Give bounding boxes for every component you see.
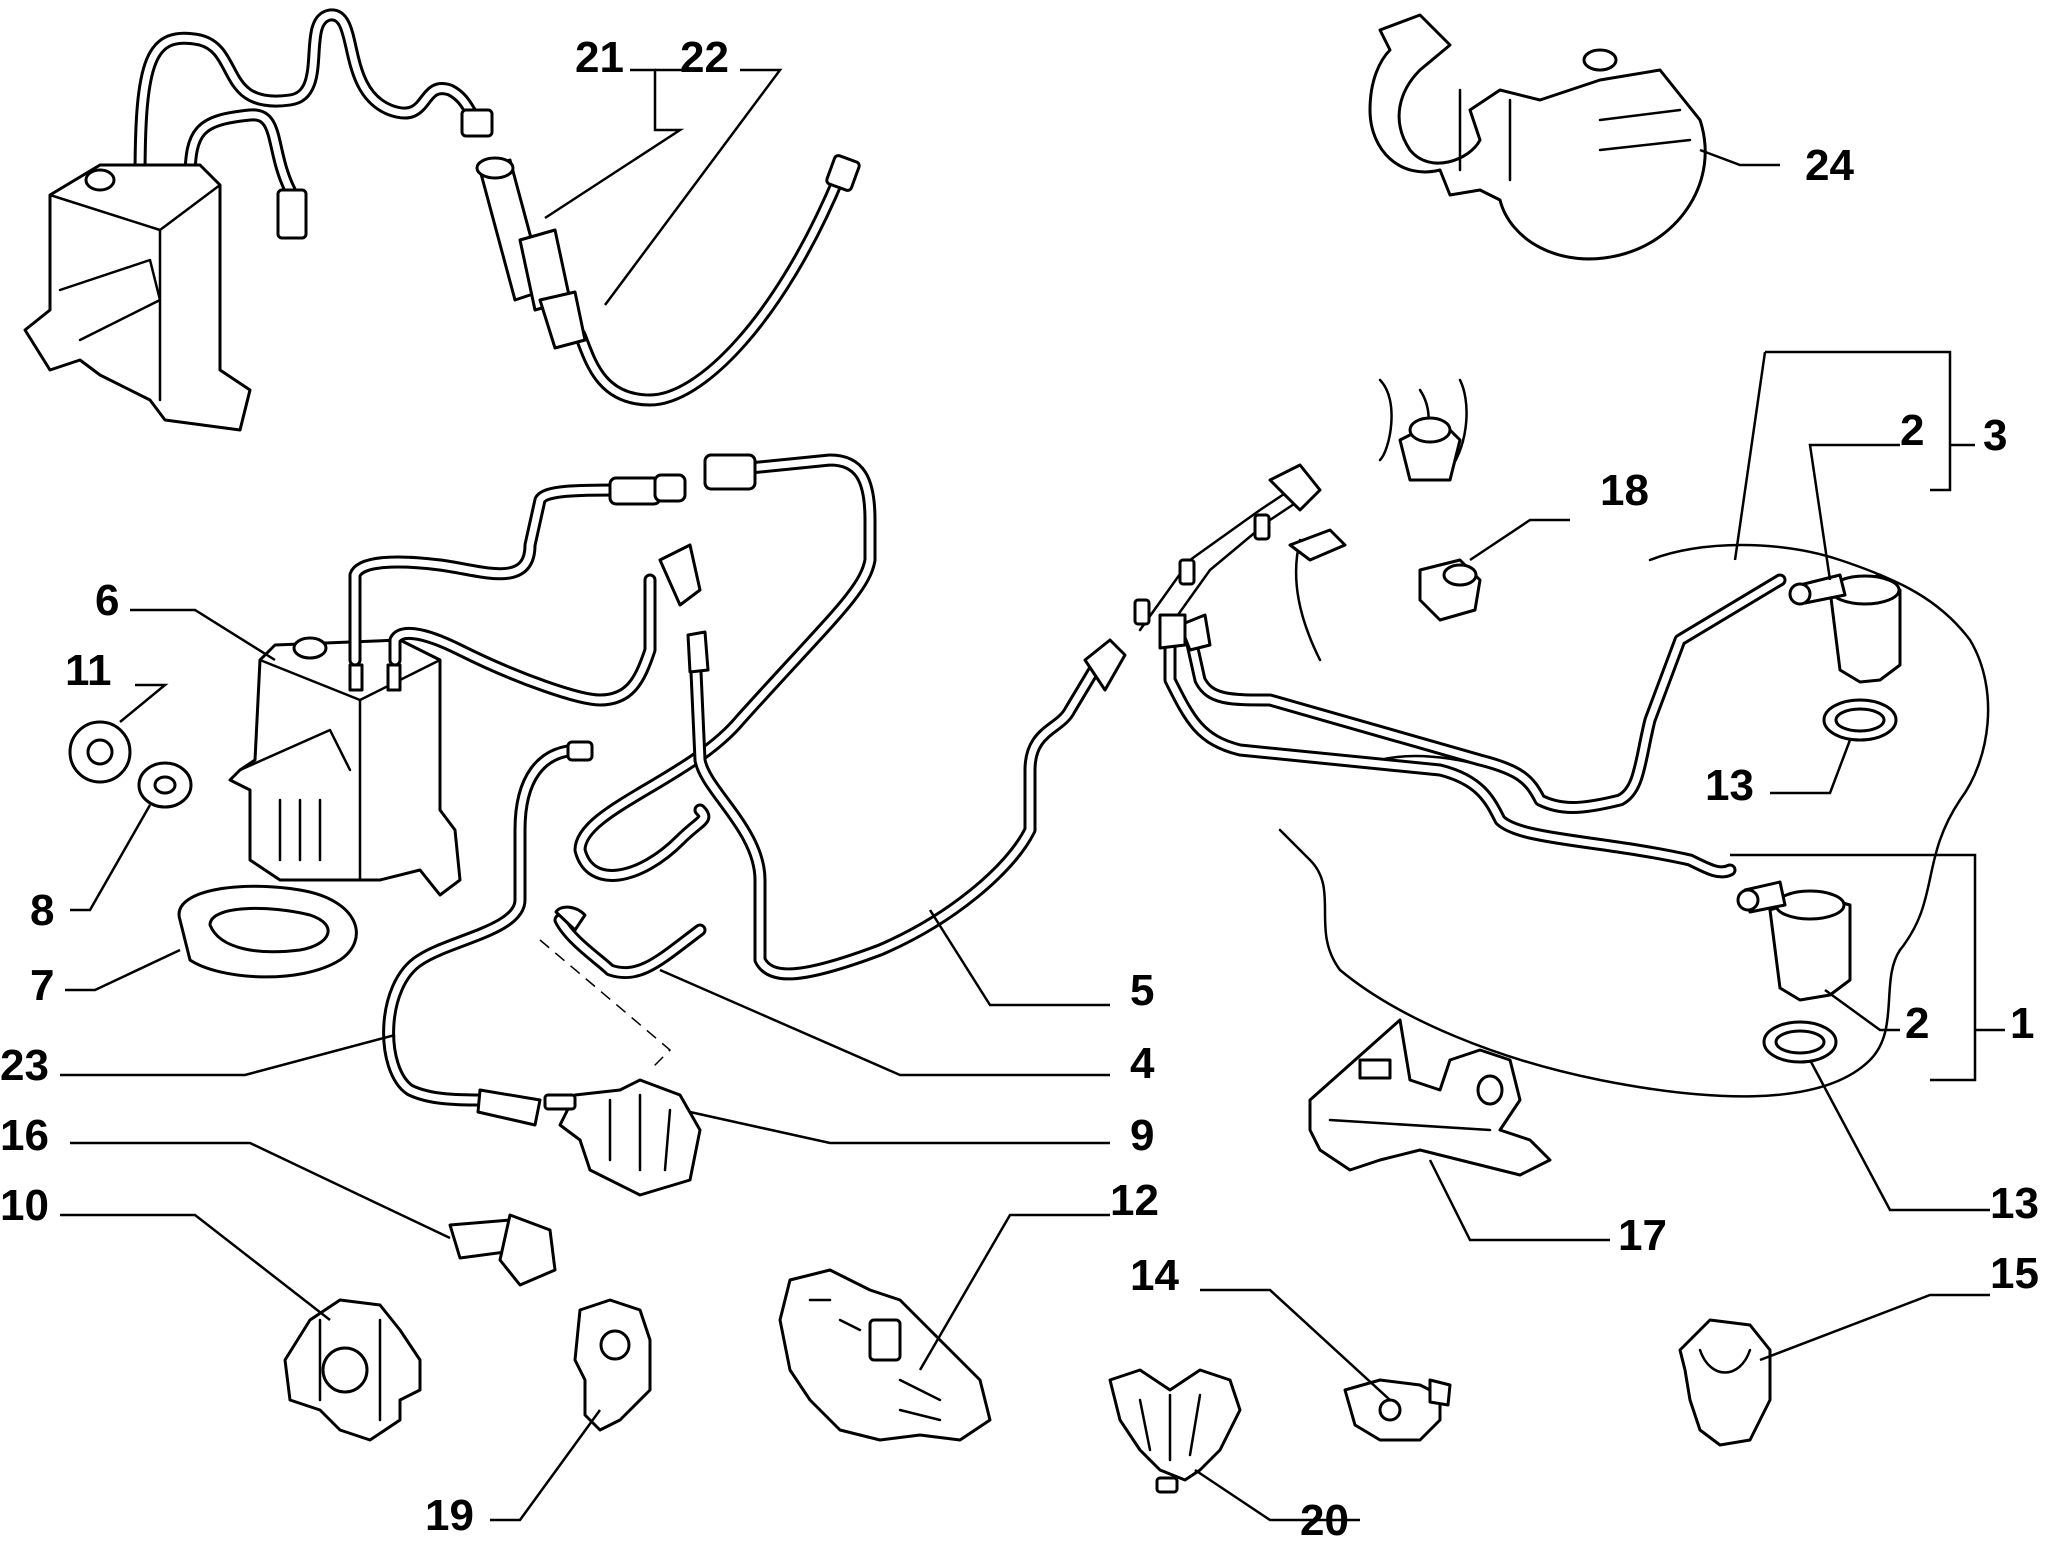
label-19: 19 <box>425 1491 474 1540</box>
clip-14 <box>1343 1378 1452 1442</box>
label-21: 21 <box>575 33 624 82</box>
label-24: 24 <box>1805 141 1854 190</box>
label-12: 12 <box>1110 1176 1159 1225</box>
canister-assembly-top <box>23 8 494 432</box>
charcoal-canister <box>228 636 462 897</box>
bolt-16 <box>448 1213 557 1287</box>
lambda-sensor <box>475 154 861 407</box>
hose-clamp-large <box>1368 13 1707 261</box>
label-23: 23 <box>0 1041 49 1090</box>
gasket-7 <box>177 884 358 979</box>
label-9: 9 <box>1130 1111 1154 1160</box>
label-13-lower: 13 <box>1990 1179 2039 1228</box>
label-1: 1 <box>2010 999 2034 1048</box>
label-5: 5 <box>1130 966 1154 1015</box>
label-16: 16 <box>0 1111 49 1160</box>
label-14: 14 <box>1130 1251 1179 1300</box>
label-13-upper: 13 <box>1705 761 1754 810</box>
label-20: 20 <box>1300 1496 1349 1544</box>
callout-labels: 21 22 24 2 3 18 13 2 1 13 17 15 14 20 12… <box>0 33 2039 1544</box>
label-18: 18 <box>1600 466 1649 515</box>
leader-lines <box>60 68 2005 1522</box>
clip-19 <box>573 1298 652 1432</box>
clip-10 <box>283 1298 422 1442</box>
clip-12-multi <box>778 1268 992 1442</box>
label-6: 6 <box>95 576 119 625</box>
washer-8 <box>137 761 193 809</box>
label-22: 22 <box>680 33 729 82</box>
vapor-pipes <box>348 453 1127 1127</box>
fuel-filter-upper <box>1788 573 1902 684</box>
fuel-filter-lower <box>1736 880 1852 1002</box>
bracket-17 <box>1308 1018 1552 1177</box>
engine-hoses <box>1133 378 1468 642</box>
label-17: 17 <box>1618 1211 1667 1260</box>
o-ring-13-upper <box>1822 698 1898 742</box>
purge-valve <box>543 1078 702 1197</box>
label-15: 15 <box>1990 1249 2039 1298</box>
label-7: 7 <box>30 961 54 1010</box>
label-10: 10 <box>0 1181 49 1230</box>
label-8: 8 <box>30 886 54 935</box>
label-4: 4 <box>1130 1039 1155 1088</box>
plug-18 <box>1418 558 1482 622</box>
grommet-11 <box>68 720 132 784</box>
valve-20 <box>1108 1368 1242 1494</box>
label-3: 3 <box>1983 411 2007 460</box>
label-2-lower: 2 <box>1905 999 1929 1048</box>
o-ring-13-lower <box>1762 1020 1838 1064</box>
label-11: 11 <box>65 646 112 695</box>
label-2-upper: 2 <box>1900 406 1924 455</box>
fuel-lines-tank <box>1158 528 1787 879</box>
clip-15 <box>1678 1318 1772 1447</box>
